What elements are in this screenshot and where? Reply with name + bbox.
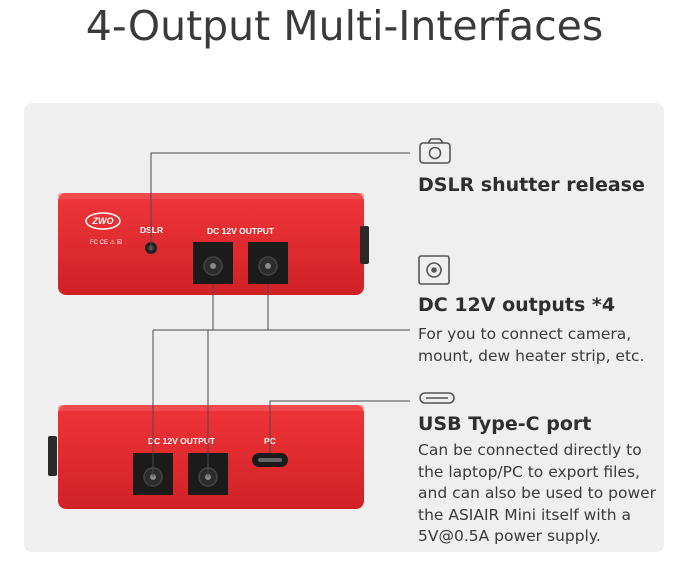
device-top-view: ZWO FC CE ⚠ ☒ DSLR DC 12V OUTPUT	[58, 193, 369, 295]
dc-jack-icon	[418, 255, 450, 285]
feature-title-dc-outputs: DC 12V outputs *4	[418, 294, 616, 316]
zwo-logo: ZWO	[85, 212, 121, 230]
camera-icon	[419, 138, 451, 164]
desc-line: 5V@0.5A power supply.	[418, 527, 601, 545]
side-button-top	[360, 226, 369, 264]
feature-desc-dc-outputs: For you to connect camera, mount, dew he…	[418, 324, 645, 367]
desc-line: For you to connect camera,	[418, 325, 632, 343]
desc-line: Can be connected directly to	[418, 441, 642, 459]
svg-text:ZWO: ZWO	[92, 216, 114, 226]
usb-c-icon	[419, 392, 455, 404]
label-dslr: DSLR	[140, 225, 163, 235]
desc-line: the laptop/PC to export files,	[418, 462, 640, 481]
feature-desc-usb-c: Can be connected directly to the laptop/…	[418, 440, 656, 548]
device-bottom-view: DC 12V OUTPUT PC	[48, 405, 364, 509]
feature-title-usb-c: USB Type-C port	[418, 413, 592, 435]
desc-line: the ASIAIR Mini itself with a	[418, 505, 631, 524]
page-title: 4-Output Multi-Interfaces	[85, 2, 604, 50]
certification-marks: FC CE ⚠ ☒	[90, 239, 122, 246]
usb-c-port	[252, 453, 288, 467]
label-dc-output-top: DC 12V OUTPUT	[207, 226, 275, 236]
dc-jack-top-1	[193, 242, 233, 284]
feature-title-dslr: DSLR shutter release	[418, 174, 645, 196]
dc-jack-top-2	[248, 242, 288, 284]
side-button-bottom	[48, 436, 57, 476]
label-dc-output-bottom: DC 12V OUTPUT	[148, 436, 216, 446]
desc-line: mount, dew heater strip, etc.	[418, 346, 645, 365]
desc-line: and can also be used to power	[418, 484, 657, 502]
callout-lines	[150, 152, 410, 477]
